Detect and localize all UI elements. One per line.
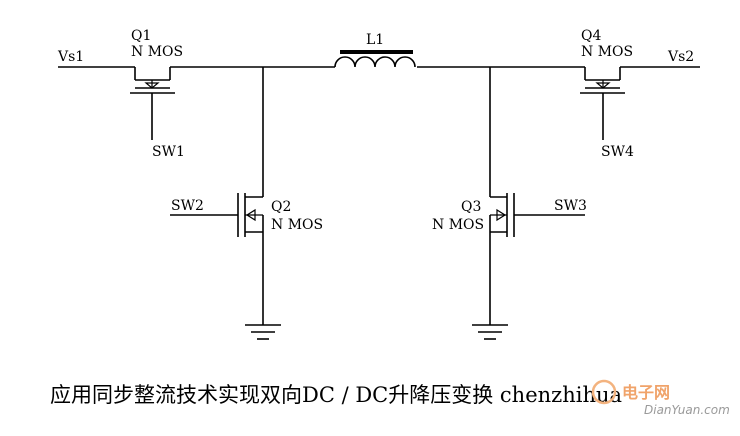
watermark-logo-text: 电子网 <box>622 383 670 402</box>
q2-name-label: Q2 <box>271 199 291 215</box>
q2-type-label: N MOS <box>271 217 323 233</box>
vs2-label: Vs2 <box>667 49 694 65</box>
top-rail <box>58 66 700 80</box>
inductor-label: L1 <box>366 32 384 48</box>
ground-right-icon <box>472 324 508 340</box>
watermark-logo-icon <box>591 379 617 405</box>
q1-type-label: N MOS <box>131 44 183 60</box>
q3-name-label: Q3 <box>461 199 481 215</box>
inductor-l1-symbol <box>334 50 416 68</box>
q3-gate-label: SW3 <box>554 198 587 214</box>
vs1-label: Vs1 <box>57 49 84 65</box>
watermark-site-text: DianYuan.com <box>644 403 730 417</box>
q2-gate-label: SW2 <box>171 198 204 214</box>
q3-branch <box>489 67 585 325</box>
q4-gate-label: SW4 <box>601 144 634 160</box>
q1-gate-label: SW1 <box>152 144 185 160</box>
q4-name-label: Q4 <box>581 28 601 44</box>
watermark: 电子网 DianYuan.com <box>591 379 730 417</box>
q3-type-label: N MOS <box>432 217 484 233</box>
q1-mosfet-symbol <box>130 79 175 140</box>
figure-caption: 应用同步整流技术实现双向DC / DC升降压变换 chenzhihua <box>50 383 622 407</box>
q4-type-label: N MOS <box>581 44 633 60</box>
q1-name-label: Q1 <box>131 28 151 44</box>
q2-branch <box>170 67 264 325</box>
ground-left-icon <box>245 324 281 340</box>
q4-mosfet-symbol <box>580 79 625 140</box>
